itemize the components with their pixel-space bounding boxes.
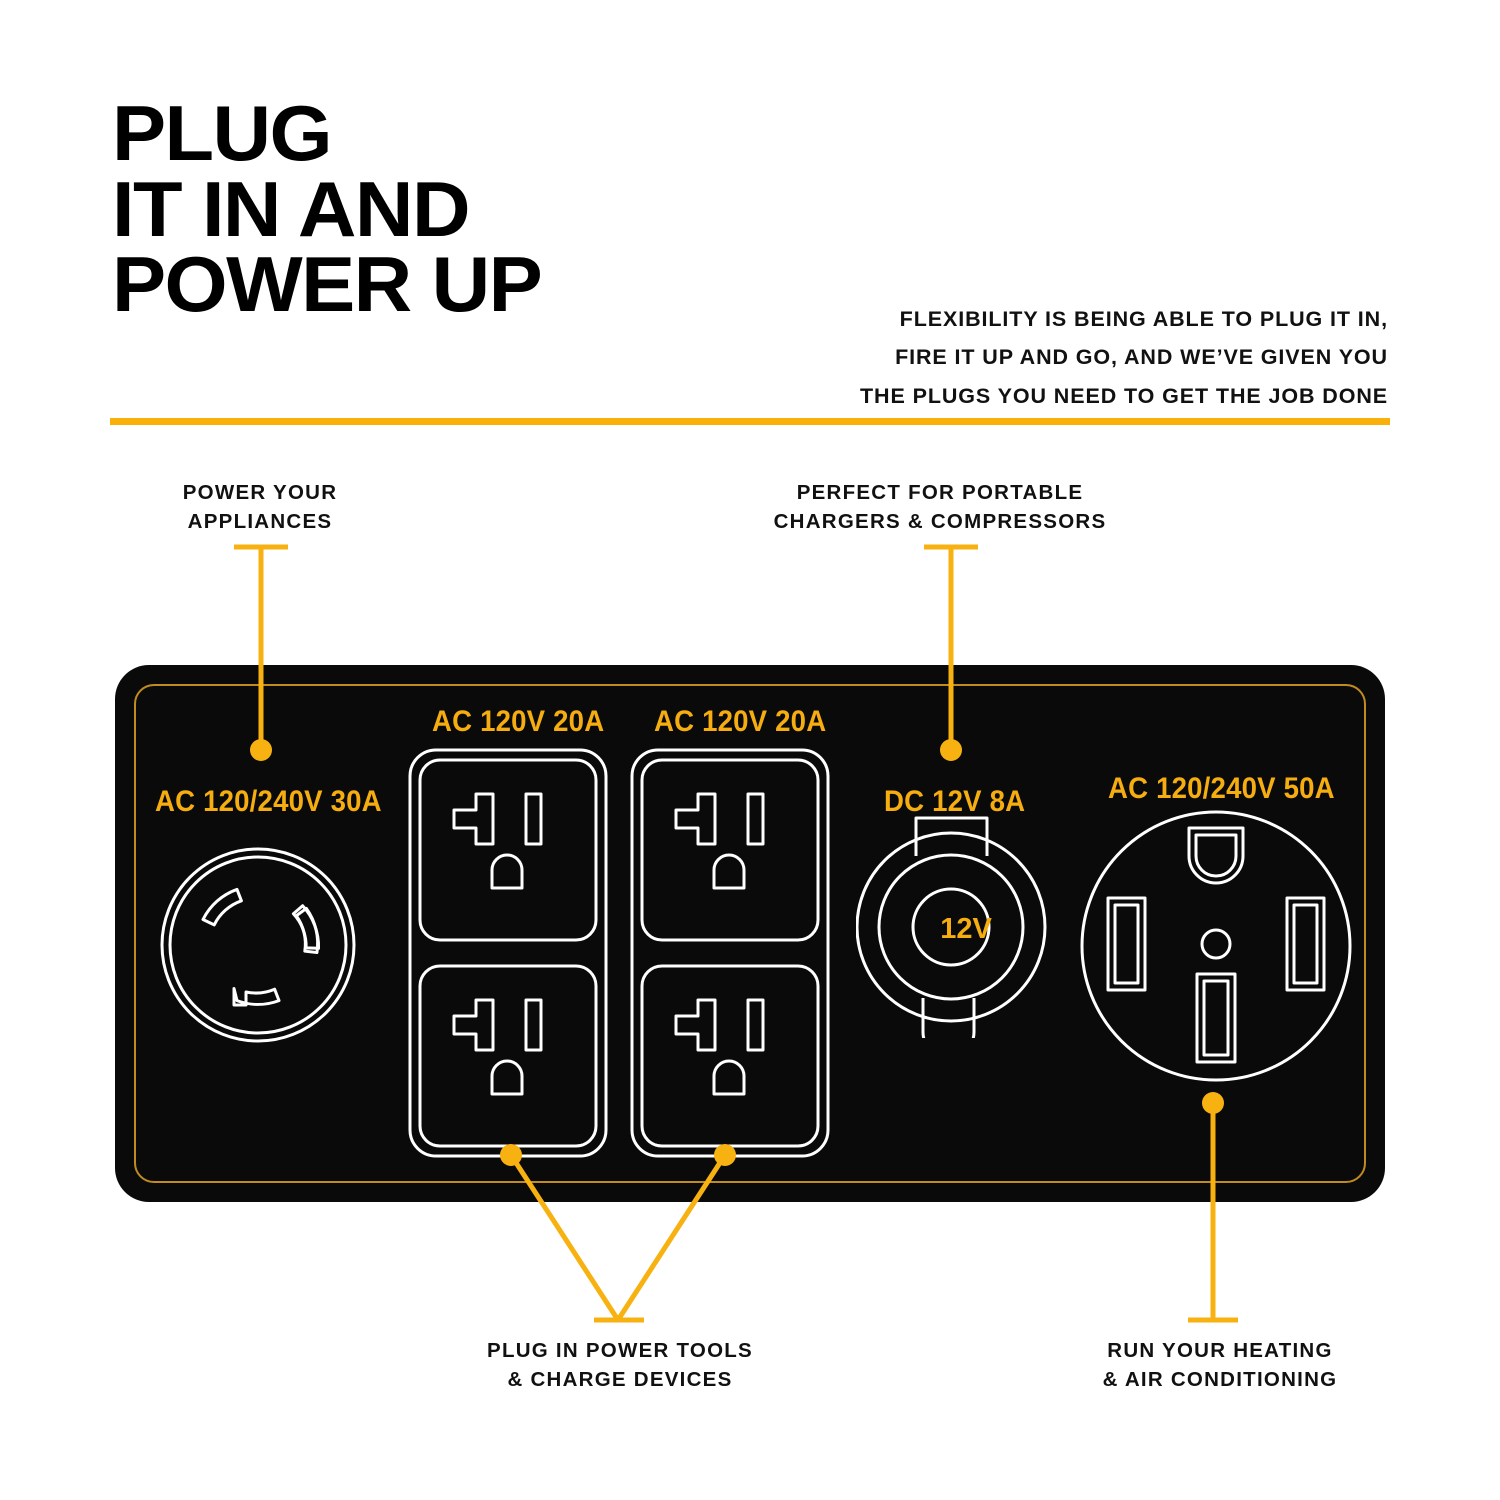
callout-tools-line-1: PLUG IN POWER TOOLS [487, 1339, 753, 1362]
callout-plug-in-power-tools: PLUG IN POWER TOOLS & CHARGE DEVICES [430, 1336, 810, 1394]
outlet-label-50a: AC 120/240V 50A [1108, 772, 1335, 805]
page-title: PLUG IT IN AND POWER UP [112, 89, 840, 329]
callout-tools-line-2: & CHARGE DEVICES [507, 1368, 733, 1392]
outlet-duplex-20a-b-icon[interactable] [630, 748, 830, 1158]
callout-appliances-line-2: APPLIANCES [187, 510, 333, 534]
callout-power-your-appliances: POWER YOUR APPLIANCES [60, 478, 460, 536]
headline-line-1: PLUG [112, 89, 333, 177]
subcopy-line-1: FLEXIBILITY IS BEING ABLE TO PLUG IT IN, [899, 307, 1388, 331]
subcopy-line-2: FIRE IT UP AND GO, AND WE’VE GIVEN YOU [895, 345, 1388, 370]
outlet-range-50a-icon[interactable] [1078, 808, 1354, 1084]
callout-chargers-line-1: PERFECT FOR PORTABLE [796, 481, 1084, 504]
callout-appliances-line-1: POWER YOUR [182, 481, 338, 504]
header-divider-rule [110, 418, 1390, 425]
headline-line-3: POWER UP [112, 240, 543, 329]
callout-perfect-for-portable-chargers: PERFECT FOR PORTABLE CHARGERS & COMPRESS… [740, 478, 1140, 536]
subcopy-line-3: THE PLUGS YOU NEED TO GET THE JOB DONE [860, 383, 1388, 408]
callout-run-your-heating-ac: RUN YOUR HEATING & AIR CONDITIONING [1030, 1336, 1410, 1394]
outlet-duplex-20a-a-icon[interactable] [408, 748, 608, 1158]
callout-hvac-line-2: & AIR CONDITIONING [1102, 1368, 1338, 1392]
callout-hvac-line-1: RUN YOUR HEATING [1107, 1339, 1333, 1362]
generator-outlet-panel [115, 665, 1385, 1202]
outlet-label-dc-12v: DC 12V 8A [884, 785, 1026, 818]
panel-inner-border [134, 684, 1366, 1183]
outlet-label-20a-a: AC 120V 20A [432, 705, 605, 738]
outlet-dc-12v-socket-icon[interactable] [856, 810, 1076, 1038]
outlet-twist-lock-30a-icon[interactable] [158, 845, 358, 1045]
headline-line-2: IT IN AND [112, 164, 471, 253]
outlet-label-30a: AC 120/240V 30A [155, 785, 382, 818]
outlet-label-20a-b: AC 120V 20A [654, 705, 827, 738]
header-subcopy: FLEXIBILITY IS BEING ABLE TO PLUG IT IN,… [788, 300, 1388, 415]
callout-chargers-line-2: CHARGERS & COMPRESSORS [773, 510, 1107, 534]
